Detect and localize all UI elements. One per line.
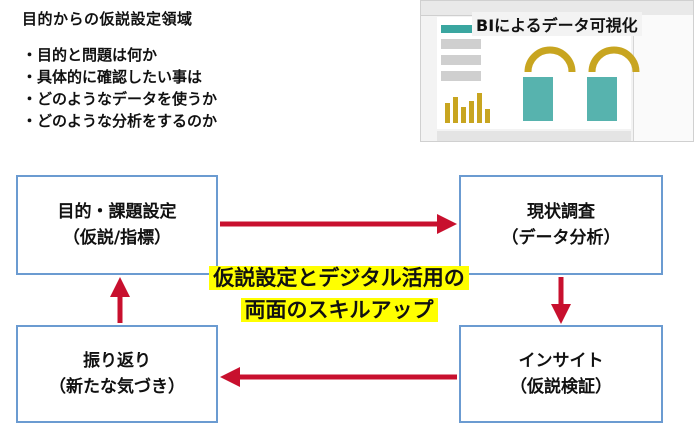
box-title: 振り返り [83, 351, 151, 371]
box-title: 目的・課題設定 [57, 202, 177, 222]
box-subtitle: （データ分析） [501, 228, 621, 248]
center-highlight: 仮説設定とデジタル活用の 両面のスキルアップ [175, 262, 503, 326]
bullet-item: ・具体的に確認したい事は [22, 68, 203, 86]
page-tabs [437, 131, 631, 141]
fields-pane [633, 15, 693, 141]
gauge-shapes [524, 46, 640, 73]
bi-title: BIによるデータ可視化 [472, 12, 642, 36]
research-box: 現状調査 （データ分析） [459, 175, 663, 275]
bullet-list: ・目的と問題は何か ・具体的に確認したい事は ・どのようなデータを使うか ・どの… [22, 44, 217, 132]
box-subtitle: （仮説/指標） [62, 228, 172, 248]
bullet-item: ・目的と問題は何か [22, 46, 158, 64]
center-line-1: 仮説設定とデジタル活用の [209, 266, 469, 290]
box-title: インサイト [518, 351, 604, 371]
section-heading: 目的からの仮説設定領域 [22, 10, 193, 28]
box-title: 現状調査 [527, 202, 595, 222]
bullet-item: ・どのようなデータを使うか [22, 90, 218, 108]
insight-box: インサイト （仮説検証） [459, 325, 663, 423]
box-subtitle: （仮説検証） [510, 377, 612, 397]
center-line-2: 両面のスキルアップ [240, 298, 438, 322]
box-subtitle: （新たな気づき） [49, 377, 185, 397]
purpose-box: 目的・課題設定 （仮説/指標） [16, 175, 218, 275]
reflection-box: 振り返り （新たな気づき） [16, 325, 218, 423]
bullet-item: ・どのような分析をするのか [22, 112, 218, 130]
